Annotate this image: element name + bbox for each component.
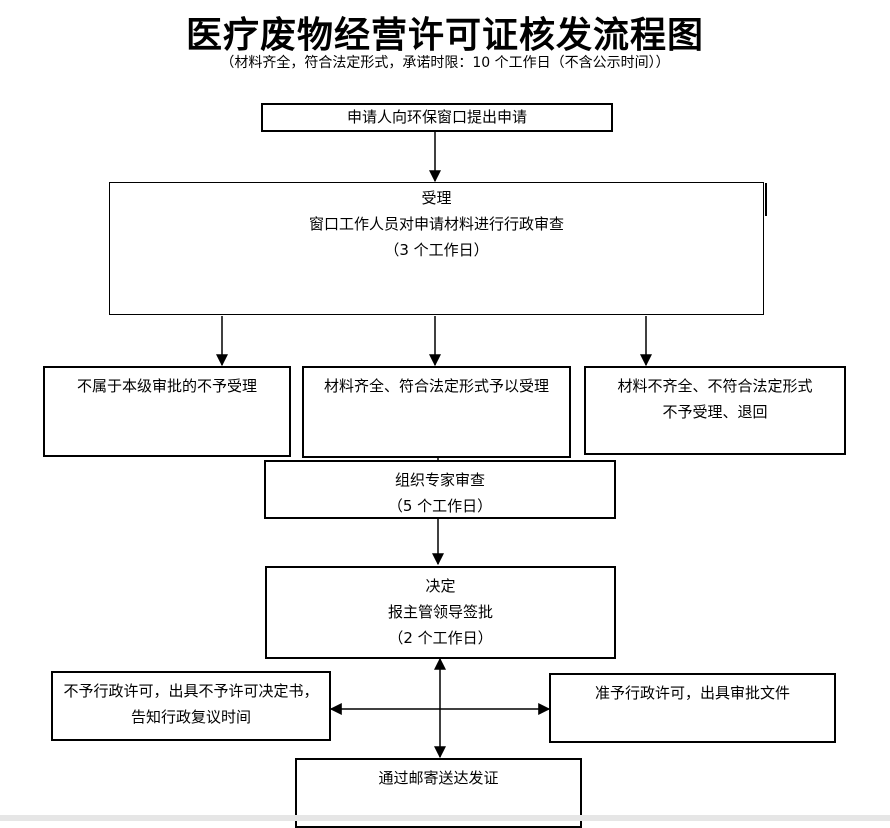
- step-deny-label: 不予行政许可，出具不予许可决定书，告知行政复议时间: [63, 682, 319, 726]
- step-not-level: 不属于本级审批的不予受理: [43, 366, 291, 457]
- step-expert-title: 组织专家审查: [394, 471, 485, 489]
- step-deny: 不予行政许可，出具不予许可决定书，告知行政复议时间: [51, 671, 331, 741]
- step-decide: 决定 报主管领导签批 （2 个工作日）: [265, 566, 616, 659]
- step-accept-title: 受理: [421, 189, 452, 207]
- step-accept: 受理 窗口工作人员对申请材料进行行政审查 （3 个工作日）: [109, 182, 764, 315]
- step-grant: 准予行政许可，出具审批文件: [549, 673, 836, 743]
- step-decide-time: （2 个工作日）: [388, 629, 493, 647]
- step-expert-time: （5 个工作日）: [387, 497, 493, 515]
- step-mail-label: 通过邮寄送达发证: [378, 769, 499, 787]
- step-incomplete: 材料不齐全、不符合法定形式 不予受理、退回: [584, 366, 846, 455]
- step-decide-desc: 报主管领导签批: [387, 603, 493, 621]
- page-bottom-strip: [0, 815, 890, 821]
- step-complete-label: 材料齐全、符合法定形式予以受理: [323, 377, 549, 395]
- step-not-level-label: 不属于本级审批的不予受理: [76, 377, 257, 395]
- step-decide-title: 决定: [425, 577, 456, 595]
- page-subtitle: （材料齐全，符合法定形式，承诺时限：10 个工作日（不含公示时间））: [220, 55, 670, 71]
- step-complete: 材料齐全、符合法定形式予以受理: [302, 366, 571, 458]
- step-incomplete-line2: 不予受理、退回: [662, 403, 768, 421]
- step-apply: 申请人向环保窗口提出申请: [261, 103, 613, 132]
- step-apply-label: 申请人向环保窗口提出申请: [346, 108, 527, 126]
- step-accept-time: （3 个工作日）: [384, 241, 489, 259]
- page-title: 医疗废物经营许可证核发流程图: [185, 14, 704, 56]
- step-accept-desc: 窗口工作人员对申请材料进行行政审查: [308, 215, 564, 233]
- step-grant-label: 准予行政许可，出具审批文件: [594, 684, 790, 702]
- step-expert: 组织专家审查 （5 个工作日）: [264, 460, 616, 519]
- step-incomplete-line1: 材料不齐全、不符合法定形式: [617, 377, 813, 395]
